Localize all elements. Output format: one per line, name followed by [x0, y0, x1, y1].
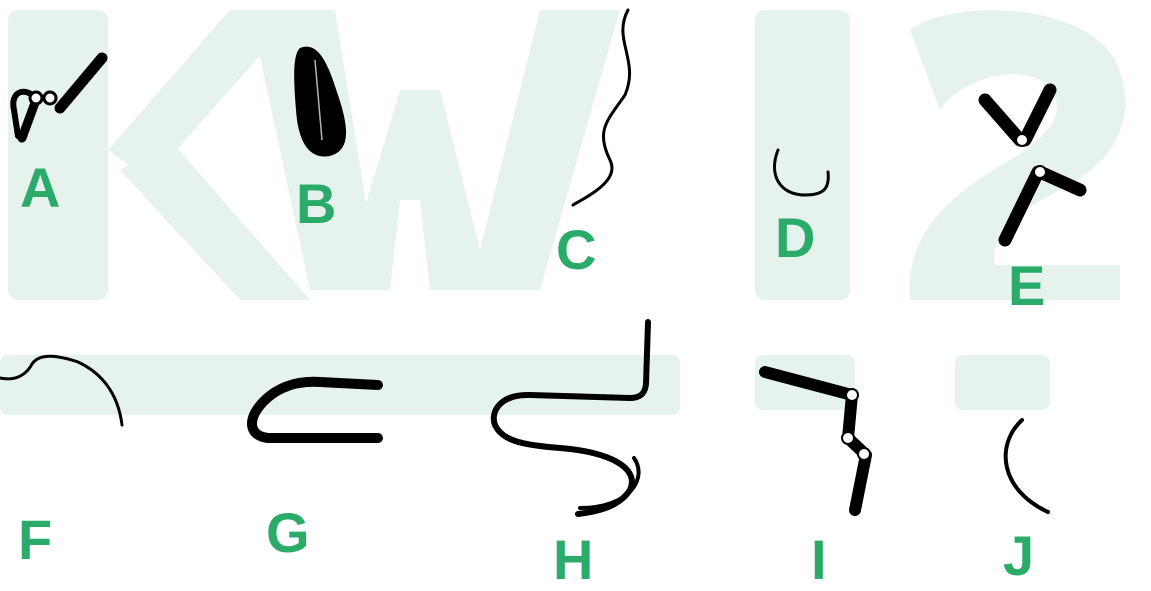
label-g: G	[266, 505, 310, 561]
arc-curve-icon	[0, 356, 122, 425]
jointed-rod-icon	[13, 58, 102, 138]
label-c: C	[556, 222, 596, 278]
wavy-line-icon	[573, 10, 630, 205]
label-j: J	[1003, 528, 1034, 584]
v-rods-icon	[985, 90, 1080, 240]
label-h: H	[553, 532, 593, 588]
label-i: I	[811, 532, 827, 588]
c-bracket-icon	[252, 382, 378, 438]
label-f: F	[18, 512, 52, 568]
label-d: D	[775, 210, 815, 266]
s-hook-icon	[494, 322, 648, 514]
u-hook-icon	[774, 150, 828, 195]
jointed-bent-rod-icon	[765, 372, 870, 510]
crescent-arc-icon	[1006, 420, 1048, 512]
label-a: A	[20, 160, 60, 216]
label-e: E	[1008, 258, 1045, 314]
filled-leaf-icon	[294, 47, 346, 157]
label-b: B	[296, 176, 336, 232]
